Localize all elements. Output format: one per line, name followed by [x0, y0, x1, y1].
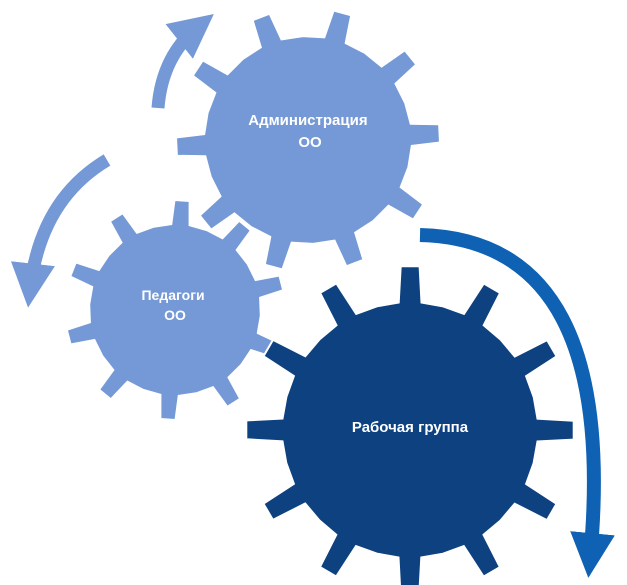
workgroup-label-line-1: Рабочая группа: [352, 419, 469, 436]
teachers-label-line-1: Педагоги: [141, 287, 204, 303]
workgroup-cycle-arrow: [419, 228, 615, 578]
workgroup-gear: [245, 265, 575, 585]
teachers-label-line-2: ОО: [164, 307, 186, 323]
teachers-label: Педагоги ОО: [141, 287, 208, 323]
admin-cycle-arrow: [151, 14, 214, 109]
administration-label-line-1: Администрация: [248, 112, 367, 129]
administration-label: Администрация ОО: [248, 112, 372, 151]
administration-label-line-2: ОО: [298, 134, 322, 151]
teachers-cycle-arrow: [10, 154, 111, 308]
workgroup-label: Рабочая группа: [352, 419, 469, 436]
administration-gear: [174, 9, 442, 271]
